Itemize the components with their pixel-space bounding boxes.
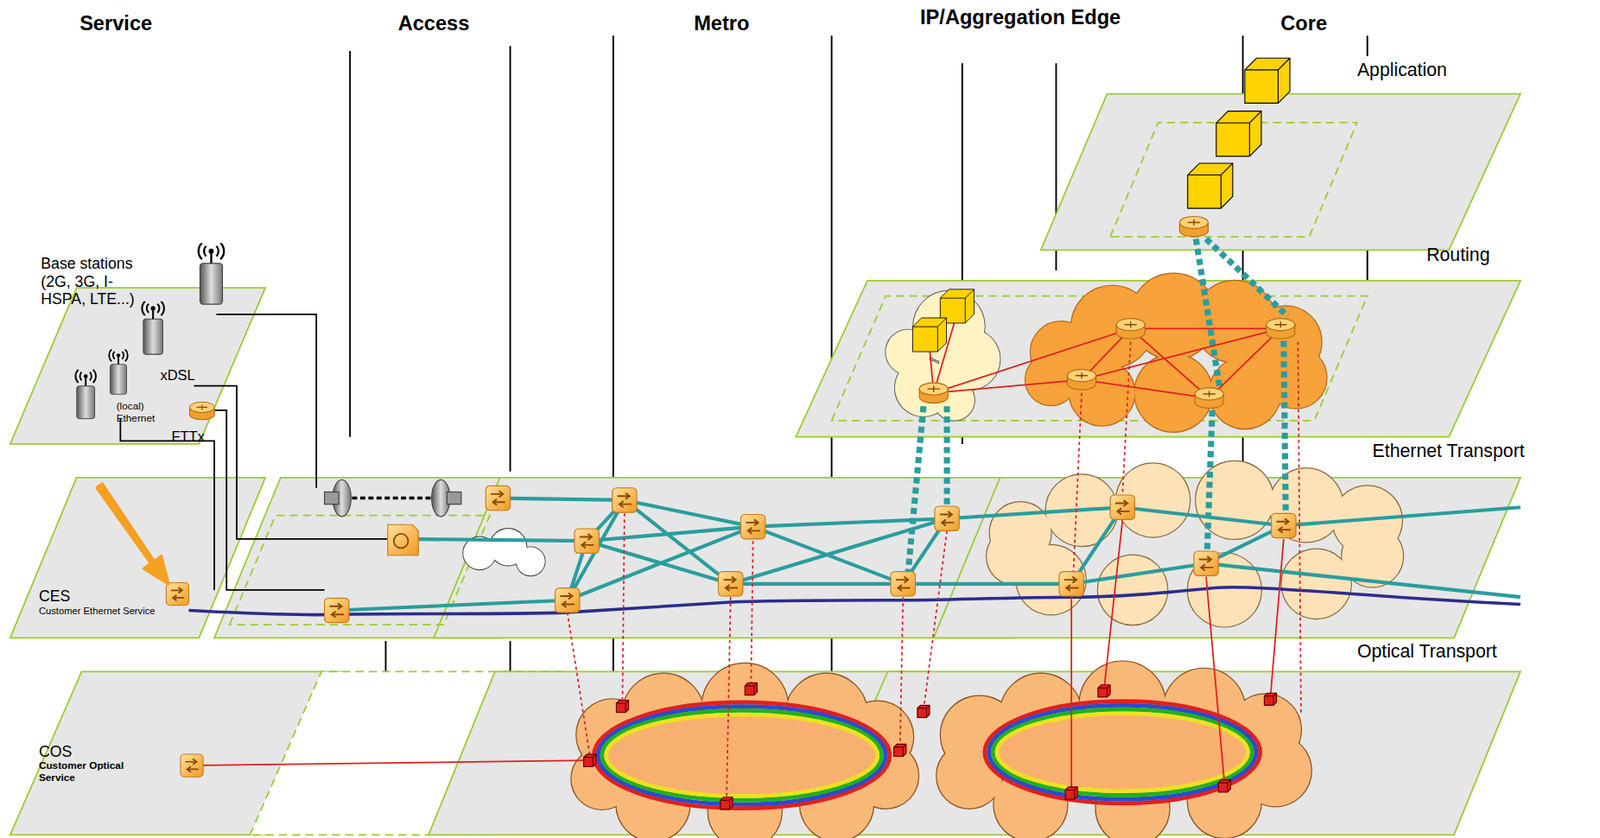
router-icons <box>190 215 1296 420</box>
pointer-arrow <box>96 483 169 585</box>
dslam-icon <box>387 524 419 555</box>
ces-path <box>189 587 1521 616</box>
column-header: Access <box>398 12 470 36</box>
service-name: COS <box>38 742 141 761</box>
service-description: Customer Ethernet Service <box>38 605 156 617</box>
service-description: Customer Optical Service <box>38 760 141 784</box>
column-header: Metro <box>693 12 750 36</box>
service-name: CES <box>38 587 156 605</box>
column-header: IP/Aggregation Edge <box>918 6 1123 30</box>
service-node: COSCustomer Optical Service <box>38 742 141 785</box>
column-header: Service <box>79 12 153 36</box>
layer-label: Application <box>1357 59 1448 81</box>
layer-label: Optical Transport <box>1357 641 1498 662</box>
column-header: Core <box>1280 12 1327 36</box>
switch-icons <box>165 485 1296 777</box>
layer-label: Ethernet Transport <box>1372 440 1525 462</box>
microwave-link <box>324 479 462 517</box>
layer-label: Routing <box>1426 244 1490 266</box>
application-plane <box>1041 94 1521 251</box>
optical-nodes <box>584 682 1277 810</box>
access-label: (local) Ethernet <box>116 400 164 425</box>
base-station-label: Base stations (2G, 3G, I-HSPA, LTE...) <box>40 254 147 308</box>
application-servers <box>912 57 1290 352</box>
routing-links <box>193 305 1302 802</box>
service-node: CESCustomer Ethernet Service <box>38 587 156 616</box>
access-label: xDSL <box>159 367 195 384</box>
access-label: FTTx <box>171 428 205 445</box>
clouds <box>463 273 1404 838</box>
optical-rings <box>593 701 1260 809</box>
router-uplinks <box>907 238 1288 572</box>
access-wires <box>120 314 388 591</box>
